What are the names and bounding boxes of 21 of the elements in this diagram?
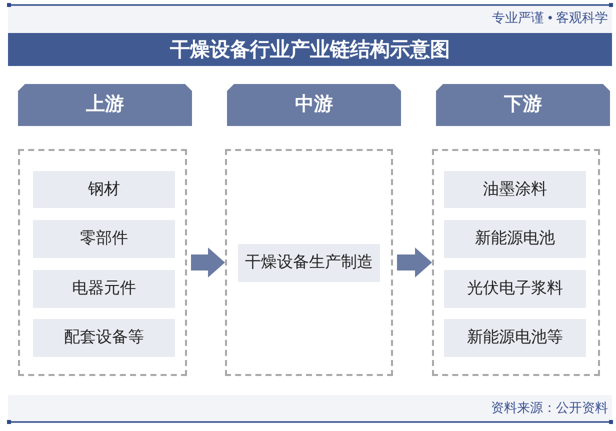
item-label: 电器元件: [72, 279, 136, 299]
item-label: 油墨涂料: [483, 180, 547, 200]
stage-title: 中游: [295, 93, 333, 117]
stage-header: [436, 84, 610, 126]
item-label: 光伏电子浆料: [467, 279, 563, 299]
item-label: 配套设备等: [64, 328, 144, 348]
dashed-group-frame: [432, 149, 600, 376]
diagram-title: 干燥设备行业产业链结构示意图: [170, 40, 450, 60]
item-label: 干燥设备生产制造: [245, 253, 373, 273]
item-label: 钢材: [88, 180, 120, 200]
dashed-group-frame: [225, 149, 393, 376]
stage-header: [227, 84, 401, 126]
stage-title: 下游: [504, 93, 542, 117]
item-label: 新能源电池: [475, 229, 555, 249]
item-label: 新能源电池等: [467, 328, 563, 348]
stage-title: 上游: [86, 93, 124, 117]
dashed-group-frame: [18, 149, 187, 376]
stage-header: [18, 84, 192, 126]
item-label: 零部件: [80, 229, 128, 249]
source-note: 资料来源：公开资料: [491, 401, 608, 414]
header-slogan: 专业严谨 • 客观科学: [492, 11, 608, 24]
